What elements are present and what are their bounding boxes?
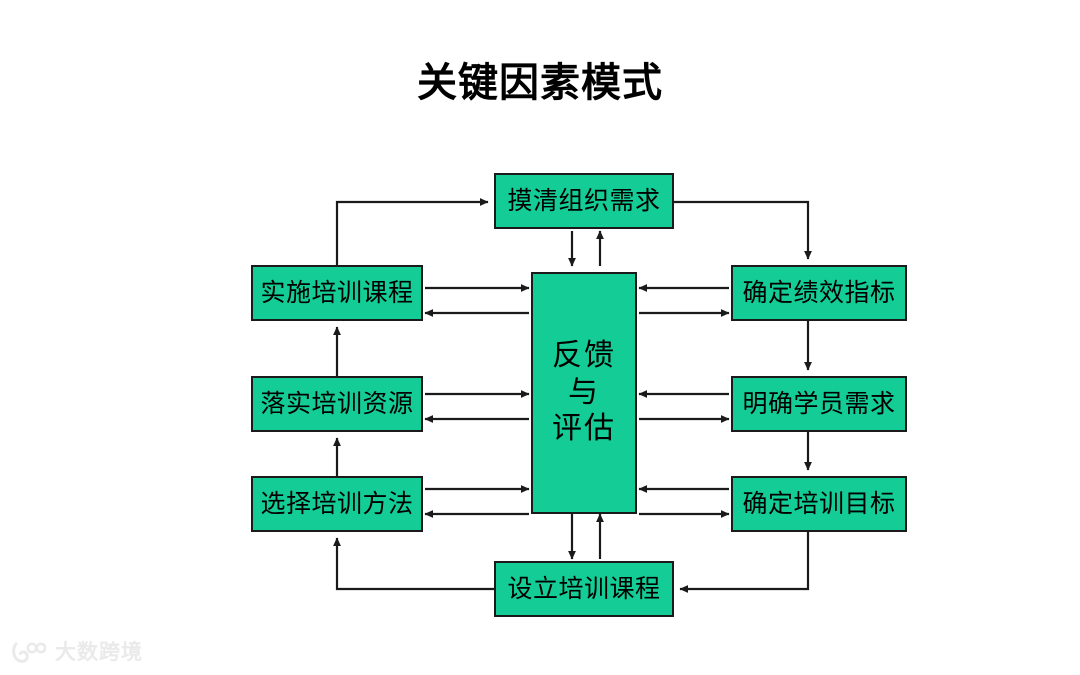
node-trainee-needs[interactable]: 明确学员需求 xyxy=(731,376,907,432)
node-organization-needs[interactable]: 摸清组织需求 xyxy=(494,173,674,229)
node-implement-course[interactable]: 实施培训课程 xyxy=(251,265,423,321)
center-line-1: 反馈 xyxy=(552,338,616,374)
center-line-2: 与 xyxy=(568,374,600,410)
wire-orgneeds-to-performance xyxy=(674,200,812,260)
node-establish-course[interactable]: 设立培训课程 xyxy=(494,561,674,617)
node-secure-resources[interactable]: 落实培训资源 xyxy=(251,376,423,432)
wire-goal-to-establish xyxy=(679,532,810,593)
page-title: 关键因素模式 xyxy=(417,60,663,106)
wire-implement-to-orgneeds xyxy=(335,198,489,265)
node-training-goal[interactable]: 确定培训目标 xyxy=(731,476,907,532)
node-performance-index[interactable]: 确定绩效指标 xyxy=(731,265,907,321)
node-choose-method[interactable]: 选择培训方法 xyxy=(251,476,423,532)
center-line-3: 评估 xyxy=(552,411,616,447)
node-feedback-evaluation[interactable]: 反馈 与 评估 xyxy=(531,272,637,514)
wire-establish-to-choosemethod xyxy=(333,537,494,591)
